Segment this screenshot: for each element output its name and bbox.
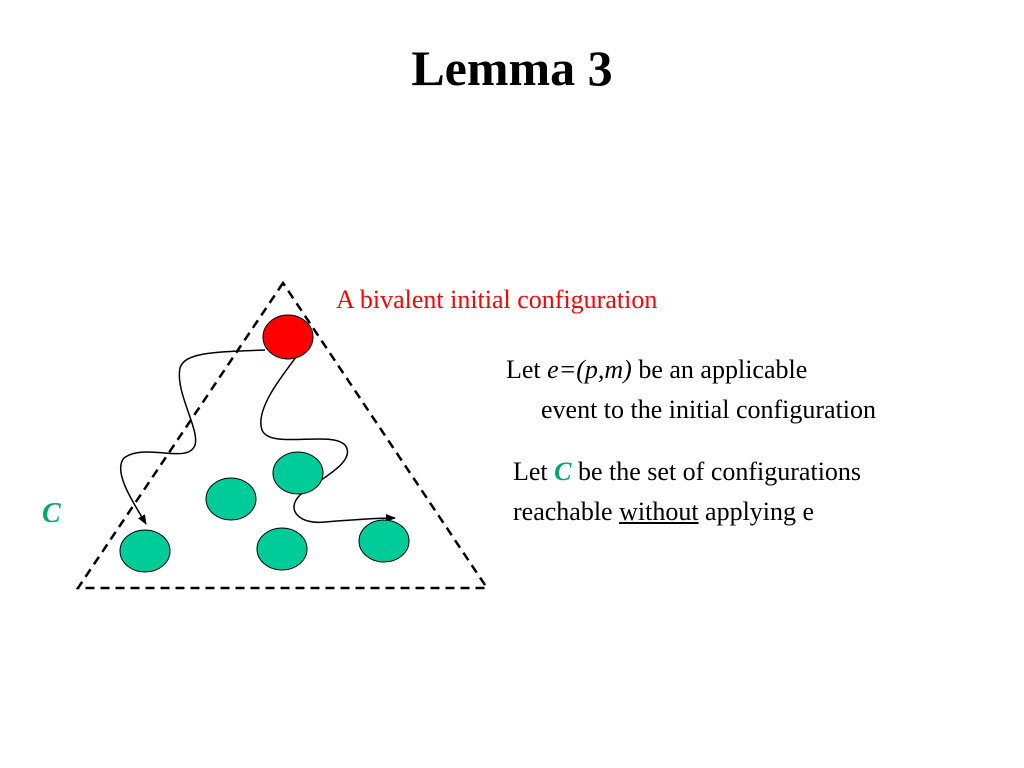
slide-title: Lemma 3 <box>411 40 613 96</box>
configuration-node <box>205 477 257 521</box>
execution-path-left <box>119 349 266 525</box>
reachable-text: reachable <box>513 497 620 526</box>
applying-text: applying e <box>698 497 815 526</box>
configuration-node <box>272 451 324 495</box>
configuration-node <box>358 519 410 563</box>
event-definition-line-1: Let e=(p,m) be an applicable <box>506 354 807 386</box>
set-let: Let <box>513 457 555 486</box>
event-definition-line-2: event to the initial configuration <box>541 395 877 424</box>
set-rest: be the set of configurations <box>571 457 862 486</box>
set-c-label: C <box>42 498 61 529</box>
event-notation: e=(p,m) <box>547 355 632 384</box>
execution-path-right <box>260 351 396 524</box>
bivalent-label: A bivalent initial configuration <box>336 285 658 314</box>
set-c-symbol: C <box>554 457 572 486</box>
without-text: without <box>619 497 699 526</box>
bivalent-configuration-node <box>262 314 314 360</box>
event-rest: be an applicable <box>631 355 808 384</box>
event-let: Let <box>506 355 548 384</box>
configuration-node <box>256 527 308 571</box>
configuration-space-triangle <box>75 280 490 590</box>
set-definition-line-2: reachable without applying e <box>513 496 814 528</box>
configuration-node <box>119 529 171 573</box>
set-definition-line-1: Let C be the set of configurations <box>513 456 861 488</box>
